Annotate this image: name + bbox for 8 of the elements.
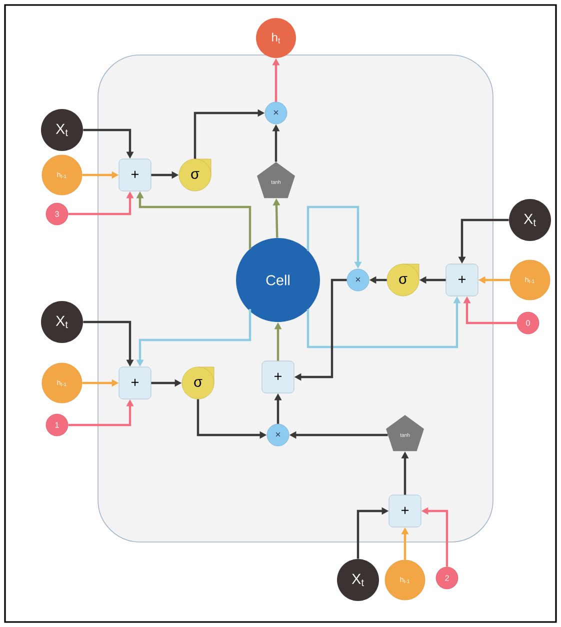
sum-box: + [118, 158, 152, 192]
sigmoid-gate: σ [178, 158, 212, 192]
sigmoid-gate: σ [386, 264, 420, 296]
sigmoid-gate: σ [182, 366, 214, 400]
sum-box: + [388, 494, 422, 528]
sum-box: + [118, 366, 152, 400]
sum-box: + [262, 360, 294, 394]
sum-box: + [446, 264, 478, 296]
